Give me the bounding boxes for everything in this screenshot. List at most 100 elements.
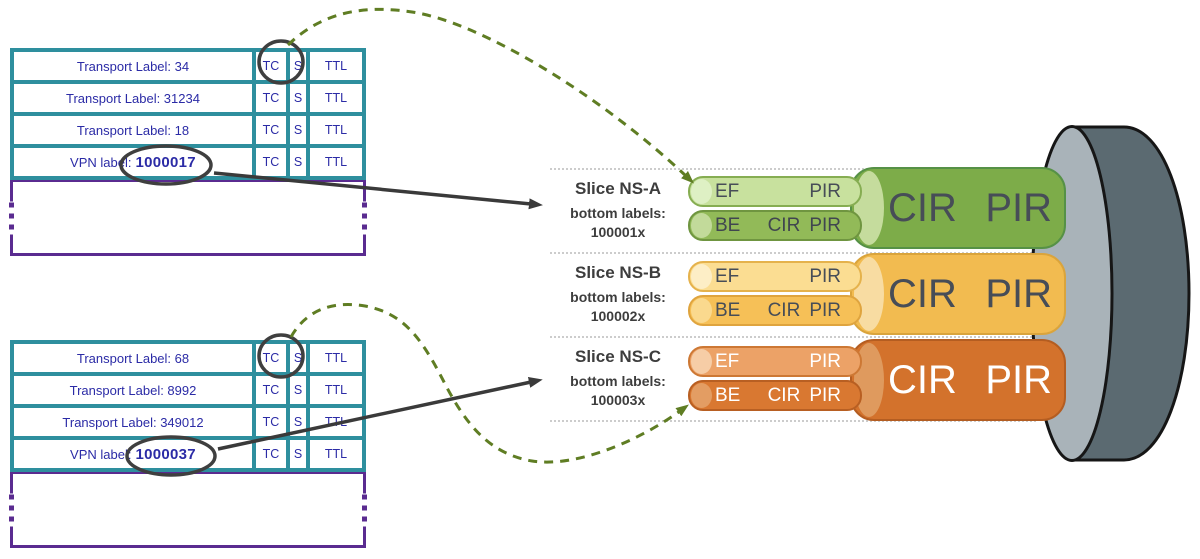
payload-continuation-dashes: [7, 493, 16, 526]
cir-label: CIR: [767, 299, 801, 321]
tc-cell: TC: [256, 376, 286, 404]
payload-box-top: [7, 179, 369, 256]
nsa-ef-tube: EF PIR: [688, 176, 862, 207]
tc-cell: TC: [256, 148, 286, 176]
table-row: Transport Label: 349012 TC S TTL: [14, 408, 362, 436]
be-label: BE: [715, 214, 741, 236]
nsb-ef-tube: EF PIR: [688, 261, 862, 292]
cir-label: CIR: [767, 384, 801, 406]
s-cell: S: [290, 440, 306, 468]
transport-label-cell: Transport Label: 18: [14, 116, 252, 144]
slice-caption: bottom labels:: [570, 289, 666, 306]
payload-continuation-dashes: [360, 201, 369, 234]
slice-separator: [550, 336, 1036, 338]
ef-label: EF: [715, 350, 740, 372]
vpn-label-value: 1000017: [135, 153, 196, 171]
ttl-cell: TTL: [310, 116, 362, 144]
tube-cap: [691, 179, 712, 204]
cylinder-body: [1070, 125, 1191, 462]
tube-cap: [691, 264, 712, 289]
ttl-cell: TTL: [310, 84, 362, 112]
table-row: Transport Label: 34 TC S TTL: [14, 52, 362, 80]
slice-nsa-label: Slice NS-A bottom labels: 100001x: [548, 168, 688, 252]
table-row: Transport Label: 18 TC S TTL: [14, 116, 362, 144]
be-label: BE: [715, 384, 741, 406]
table-row-vpn: VPN label: 1000017 TC S TTL: [14, 148, 362, 176]
slice-caption: bottom labels:: [570, 373, 666, 390]
payload-continuation-dashes: [7, 201, 16, 234]
tc-cell: TC: [256, 116, 286, 144]
transport-label-cell: Transport Label: 68: [14, 344, 252, 372]
nsb-be-tube: BE CIR PIR: [688, 295, 862, 326]
nsb-aggregate-tube: CIR PIR: [850, 253, 1066, 335]
ttl-cell: TTL: [310, 440, 362, 468]
label-stack-table-top: Transport Label: 34 TC S TTL Transport L…: [10, 48, 366, 180]
nsa-aggregate-tube: CIR PIR: [850, 167, 1066, 249]
slice-nsc-label: Slice NS-C bottom labels: 100003x: [548, 336, 688, 420]
payload-continuation-dashes: [360, 493, 369, 526]
pir-label: PIR: [809, 299, 841, 321]
tc-cell: TC: [256, 408, 286, 436]
slice-name: Slice NS-C: [575, 347, 661, 367]
pir-label: PIR: [809, 350, 841, 372]
table-row-vpn: VPN label: 1000037 TC S TTL: [14, 440, 362, 468]
be-label: BE: [715, 299, 741, 321]
table-row: Transport Label: 68 TC S TTL: [14, 344, 362, 372]
ef-label: EF: [715, 180, 740, 202]
ttl-cell: TTL: [310, 148, 362, 176]
cir-label: CIR: [767, 214, 801, 236]
transport-label-cell: Transport Label: 34: [14, 52, 252, 80]
tube-cap: [691, 383, 712, 408]
tc-cell: TC: [256, 84, 286, 112]
s-cell: S: [290, 408, 306, 436]
nsa-be-tube: BE CIR PIR: [688, 210, 862, 241]
slice-separator: [550, 252, 1036, 254]
vpn-label-text: VPN label:: [70, 154, 132, 170]
pir-label: PIR: [985, 185, 1052, 230]
slice-bottom-labels: 100001x: [590, 223, 646, 240]
nsc-be-tube: BE CIR PIR: [688, 380, 862, 411]
s-cell: S: [290, 84, 306, 112]
tc-cell: TC: [256, 344, 286, 372]
slice-name: Slice NS-A: [575, 179, 661, 199]
slice-nsb-label: Slice NS-B bottom labels: 100002x: [548, 252, 688, 336]
transport-label-cell: Transport Label: 8992: [14, 376, 252, 404]
ttl-cell: TTL: [310, 344, 362, 372]
payload-box-bottom: [7, 471, 369, 548]
pir-label: PIR: [809, 214, 841, 236]
label-stack-table-bottom: Transport Label: 68 TC S TTL Transport L…: [10, 340, 366, 472]
vpn-label-text: VPN label:: [70, 446, 132, 462]
pir-label: PIR: [809, 384, 841, 406]
nsc-ef-tube: EF PIR: [688, 346, 862, 377]
s-cell: S: [290, 116, 306, 144]
pir-label: PIR: [985, 271, 1052, 316]
cir-label: CIR: [888, 185, 957, 230]
slice-caption: bottom labels:: [570, 205, 666, 222]
ef-label: EF: [715, 265, 740, 287]
s-cell: S: [290, 148, 306, 176]
slice-name: Slice NS-B: [575, 263, 661, 283]
pir-label: PIR: [809, 180, 841, 202]
slice-bottom-labels: 100003x: [590, 391, 646, 408]
slice-separator: [550, 168, 1036, 170]
s-cell: S: [290, 376, 306, 404]
ttl-cell: TTL: [310, 408, 362, 436]
slice-separator: [550, 420, 1036, 422]
ttl-cell: TTL: [310, 52, 362, 80]
tc-cell: TC: [256, 52, 286, 80]
nsc-aggregate-tube: CIR PIR: [850, 339, 1066, 421]
s-cell: S: [290, 52, 306, 80]
transport-label-cell: Transport Label: 349012: [14, 408, 252, 436]
tube-cap: [691, 213, 712, 238]
tube-cap: [691, 298, 712, 323]
pir-label: PIR: [809, 265, 841, 287]
slice-bottom-labels: 100002x: [590, 307, 646, 324]
s-cell: S: [290, 344, 306, 372]
vpn-label-cell: VPN label: 1000037: [14, 440, 252, 468]
pir-label: PIR: [985, 357, 1052, 402]
transport-label-cell: Transport Label: 31234: [14, 84, 252, 112]
vpn-label-value: 1000037: [135, 445, 196, 463]
cir-label: CIR: [888, 357, 957, 402]
vpn-label-cell: VPN label: 1000017: [14, 148, 252, 176]
